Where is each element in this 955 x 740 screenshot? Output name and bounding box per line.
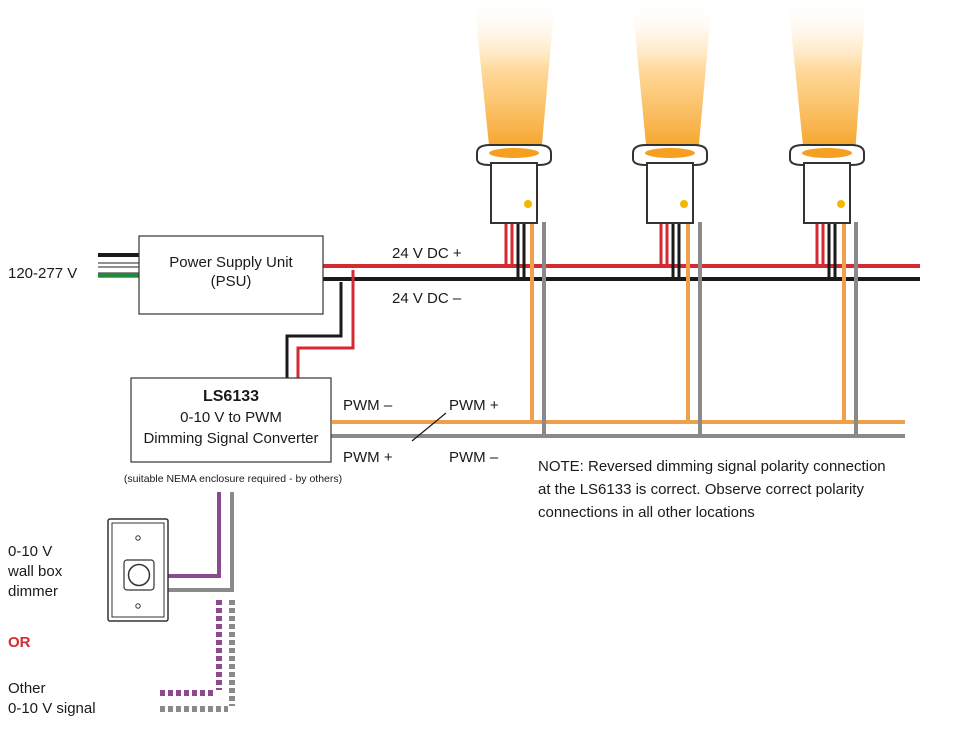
converter-power-black-wire bbox=[285, 282, 343, 378]
dimmer-purple-wire bbox=[166, 492, 221, 578]
other-signal-line1: Other bbox=[8, 680, 46, 697]
indicator-led-icon bbox=[837, 200, 845, 208]
light-beam-2 bbox=[632, 0, 712, 155]
psu-label-line1: Power Supply Unit bbox=[169, 254, 293, 271]
psu-box bbox=[138, 235, 324, 315]
indicator-led-icon bbox=[524, 200, 532, 208]
dimmer-gray-wire bbox=[166, 492, 234, 592]
dc-positive-label: 24 V DC + bbox=[392, 245, 462, 262]
recessed-downlight-icon bbox=[632, 144, 708, 224]
converter-line1: 0-10 V to PWM bbox=[180, 409, 282, 426]
pwm-bus-plus-label: PWM + bbox=[449, 397, 499, 414]
dimmer-knob-icon bbox=[127, 563, 151, 587]
pwm-out-minus-label: PWM – bbox=[343, 397, 393, 414]
indicator-led-icon bbox=[680, 200, 688, 208]
converter-line2: Dimming Signal Converter bbox=[143, 430, 318, 447]
fixture-drops bbox=[504, 222, 858, 436]
recessed-downlight-icon bbox=[789, 144, 865, 224]
dimmer-label-line3: dimmer bbox=[8, 583, 58, 600]
dc-bus bbox=[323, 264, 920, 281]
polarity-note-line3: connections in all other locations bbox=[538, 504, 755, 521]
polarity-note-line1: NOTE: Reversed dimming signal polarity c… bbox=[538, 458, 886, 475]
psu-converter-wires bbox=[285, 270, 355, 378]
psu-label-line2: (PSU) bbox=[211, 273, 252, 290]
recessed-downlight-icon bbox=[476, 144, 552, 224]
light-beam-3 bbox=[788, 0, 866, 155]
dimmer-label-line1: 0-10 V bbox=[8, 543, 52, 560]
wall-box-dimmer-icon bbox=[107, 518, 169, 622]
pwm-out-plus-label: PWM + bbox=[343, 449, 393, 466]
polarity-note-line2: at the LS6133 is correct. Observe correc… bbox=[538, 481, 864, 498]
converter-power-red-wire bbox=[296, 270, 355, 378]
light-beams bbox=[474, 0, 866, 155]
pwm-crossover-line bbox=[411, 412, 447, 442]
converter-box bbox=[130, 377, 332, 463]
pwm-bus-minus-label: PWM – bbox=[449, 449, 499, 466]
light-beam-1 bbox=[474, 0, 555, 155]
dimmer-label-line2: wall box bbox=[7, 563, 63, 580]
pwm-bus bbox=[330, 412, 905, 442]
converter-model: LS6133 bbox=[203, 388, 259, 405]
or-label: OR bbox=[8, 634, 31, 651]
dc-negative-label: 24 V DC – bbox=[392, 290, 462, 307]
other-signal-line2: 0-10 V signal bbox=[8, 700, 96, 717]
dimmer-wires bbox=[160, 492, 235, 712]
input-wires bbox=[98, 253, 139, 278]
input-voltage-label: 120-277 V bbox=[8, 265, 77, 282]
enclosure-note: (suitable NEMA enclosure required - by o… bbox=[124, 473, 342, 485]
